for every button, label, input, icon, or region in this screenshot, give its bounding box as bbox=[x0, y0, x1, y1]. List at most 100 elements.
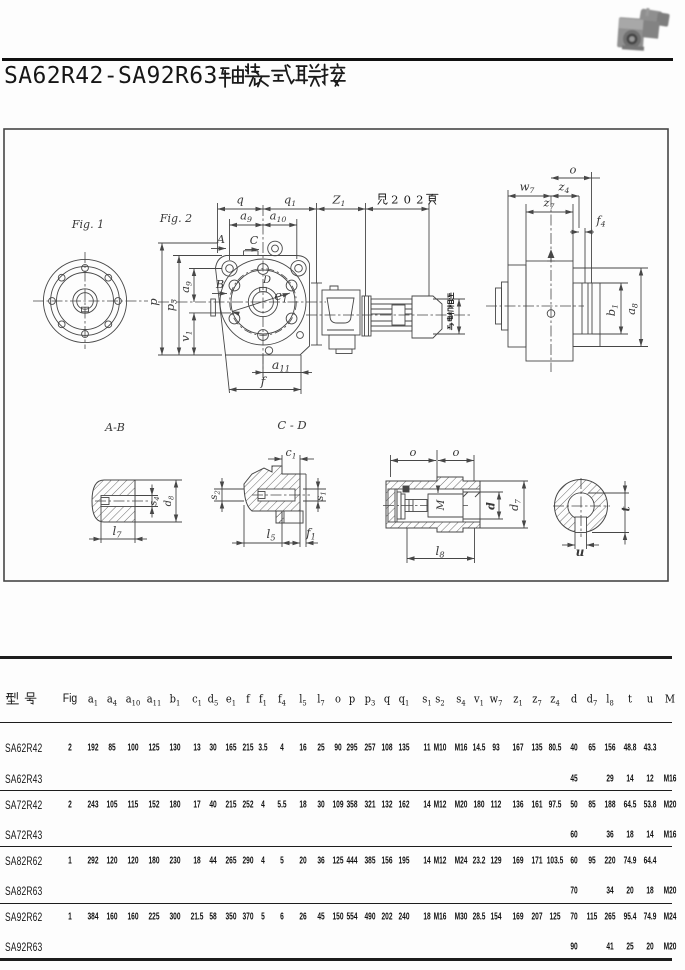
table-cell: 60 bbox=[570, 855, 578, 867]
dim-label-p3: p3 bbox=[163, 299, 179, 311]
dim-label-secAB: A-B bbox=[104, 421, 125, 434]
table-cell: 4 bbox=[280, 742, 284, 753]
dim-label-l7: l7 bbox=[112, 524, 122, 540]
table-cell: 265 bbox=[225, 855, 237, 867]
col-header-sub: 1 bbox=[427, 698, 432, 708]
table-cell: 135 bbox=[531, 742, 543, 753]
table-cell: 169 bbox=[512, 855, 524, 867]
col-header-q1: q1 bbox=[398, 692, 409, 708]
table-cell: 192 bbox=[87, 742, 99, 753]
col-header-sub: 3 bbox=[370, 698, 375, 708]
col-header-base: M bbox=[664, 692, 675, 706]
col-header-q: q bbox=[384, 693, 390, 706]
col-header-base: f bbox=[259, 692, 263, 706]
col-header-sub: 4 bbox=[555, 698, 560, 708]
dim-label-s2: s2 bbox=[209, 490, 222, 499]
col-header-base: Fig bbox=[62, 693, 78, 705]
table-top-rule bbox=[0, 656, 672, 659]
table-cell: 5 bbox=[280, 855, 284, 867]
table-cell: 5 bbox=[261, 911, 265, 922]
table-cell: 160 bbox=[106, 911, 118, 922]
table-cell: M20 bbox=[663, 941, 676, 953]
col-header-base: c bbox=[191, 692, 198, 706]
dim-label-b1: b1 bbox=[604, 304, 620, 316]
dim-label-s4: s4 bbox=[149, 496, 162, 505]
col-header-sub: 10 bbox=[131, 698, 140, 708]
table-cell: M20 bbox=[454, 799, 467, 811]
row-model: SA82R63 bbox=[5, 884, 43, 898]
table-cell: 5.5 bbox=[277, 799, 287, 811]
table-row-rule bbox=[0, 902, 672, 904]
table-cell: M16 bbox=[663, 829, 676, 841]
page-title: SA62R42-SA92R63轴装式联接 bbox=[4, 62, 347, 90]
table-cell: 154 bbox=[490, 911, 502, 922]
col-header-sub: 7 bbox=[319, 698, 325, 708]
col-header-sub: 4 bbox=[460, 698, 466, 708]
dim-label-f: f bbox=[260, 374, 268, 389]
col-header-型号: 型 号 bbox=[5, 691, 38, 707]
dim-label-q: q bbox=[236, 193, 243, 207]
table-cell: 20 bbox=[646, 941, 654, 953]
col-header-f4: f4 bbox=[278, 693, 286, 708]
table-cell: 156 bbox=[604, 742, 616, 753]
col-header-a11: a11 bbox=[147, 693, 161, 708]
dim-label-o_side: o bbox=[570, 163, 577, 177]
table-cell: 129 bbox=[490, 855, 502, 867]
table-cell: 125 bbox=[332, 855, 344, 867]
table-cell: 26 bbox=[298, 911, 307, 922]
table-cell: 30 bbox=[209, 742, 217, 753]
table-cell: 40 bbox=[209, 799, 217, 811]
table-cell: 14 bbox=[423, 799, 431, 811]
col-header-sub: 1 bbox=[197, 698, 202, 708]
table-cell: 40 bbox=[570, 742, 578, 753]
table-cell: 70 bbox=[570, 885, 578, 897]
col-header-sub: 7 bbox=[593, 698, 598, 708]
dim-label-o_right: o bbox=[453, 445, 460, 459]
table-cell: 108 bbox=[381, 742, 393, 753]
col-header-base: f bbox=[246, 692, 250, 706]
table-cell: 350 bbox=[225, 911, 237, 922]
col-header-z1: z1 bbox=[513, 693, 523, 708]
gearmotor-photo bbox=[610, 6, 674, 57]
col-header-sub: 5 bbox=[301, 698, 307, 708]
table-cell: 156 bbox=[381, 855, 393, 867]
table-cell: 93 bbox=[492, 742, 500, 753]
col-header-base: e bbox=[225, 692, 232, 706]
table-cell: 25 bbox=[316, 742, 325, 753]
col-header-M: M bbox=[664, 693, 674, 706]
table-cell: 18 bbox=[646, 885, 654, 897]
dim-label-Z1: Z1 bbox=[332, 193, 346, 209]
col-header-base: q bbox=[398, 692, 405, 706]
dim-label-q1: q1 bbox=[284, 193, 296, 209]
cjk-glyphs bbox=[5, 692, 37, 705]
table-cell: M16 bbox=[663, 773, 676, 784]
table-cell: 90 bbox=[334, 742, 342, 753]
row-model: SA92R63 bbox=[5, 940, 43, 954]
col-header-base: z bbox=[532, 692, 538, 706]
table-cell: 215 bbox=[242, 742, 254, 753]
dim-label-a9v: a9 bbox=[178, 281, 194, 293]
col-header-o: o bbox=[335, 693, 341, 706]
table-cell: 53.8 bbox=[643, 799, 657, 811]
table-cell: M12 bbox=[433, 855, 447, 867]
dim-label-e1: e1 bbox=[274, 289, 287, 306]
row-model: SA72R42 bbox=[5, 798, 43, 812]
col-header-base: a bbox=[87, 692, 94, 706]
cjk-glyphs bbox=[218, 63, 346, 89]
table-cell: M20 bbox=[663, 885, 676, 897]
col-header-sub: 1 bbox=[93, 698, 99, 708]
table-cell: 125 bbox=[148, 742, 160, 753]
col-header-e1: e1 bbox=[225, 692, 236, 708]
dim-label-M: M bbox=[435, 499, 447, 511]
table-cell: 257 bbox=[363, 742, 376, 753]
table-cell: 45 bbox=[570, 773, 578, 784]
col-header-base: v bbox=[473, 692, 480, 706]
svg-text:2: 2 bbox=[416, 192, 423, 206]
table-row-rule bbox=[0, 722, 672, 724]
col-header-f1: f1 bbox=[259, 692, 267, 708]
table-cell: 220 bbox=[604, 855, 616, 867]
col-header-t: t bbox=[628, 693, 632, 706]
table-cell: 188 bbox=[604, 799, 616, 811]
dim-label-l5: l5 bbox=[266, 527, 275, 543]
table-cell: 25 bbox=[626, 941, 634, 953]
